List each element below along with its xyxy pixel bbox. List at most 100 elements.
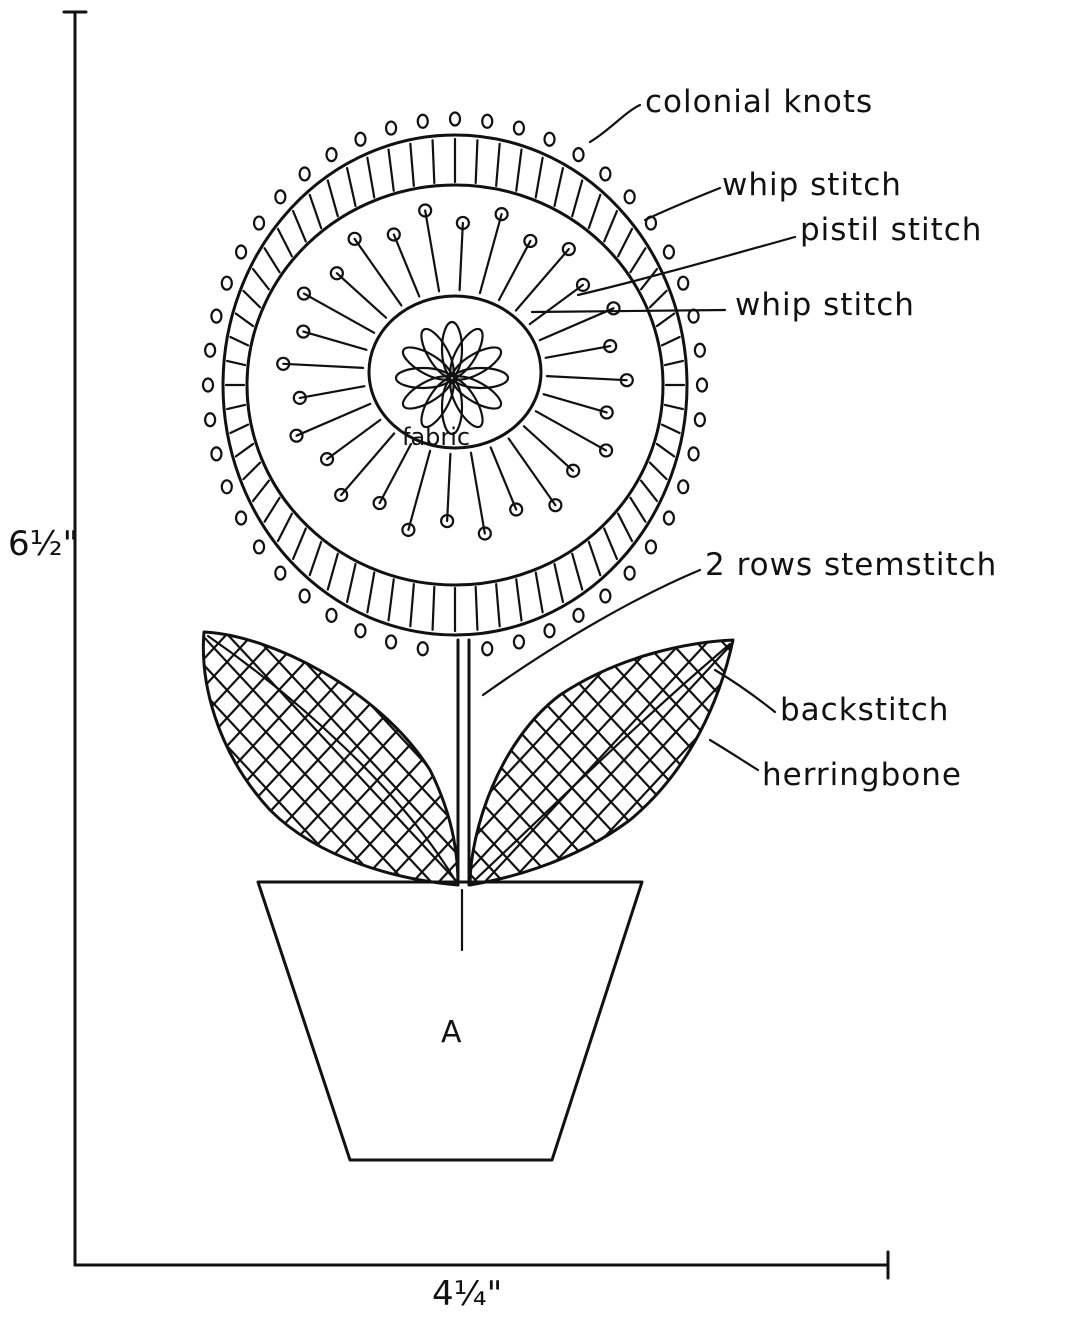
- whip-stitch-tick: [554, 168, 562, 206]
- whip-stitch-tick: [604, 529, 617, 559]
- whip-stitch-tick: [665, 405, 683, 409]
- whip-stitch-tick: [227, 405, 245, 409]
- colonial-knot: [355, 133, 365, 146]
- whip-stitch-tick: [367, 158, 374, 198]
- whip-stitch-tick: [516, 579, 521, 620]
- colonial-knot: [327, 609, 337, 622]
- whip-stitch-tick: [310, 542, 321, 575]
- colonial-knot: [222, 480, 232, 493]
- colonial-knot: [203, 379, 213, 392]
- label-whip-stitch-outer: whip stitch: [722, 167, 902, 203]
- whip-stitch-tick: [554, 564, 562, 602]
- width-dimension-label: 4¼": [432, 1274, 502, 1312]
- colonial-knot: [625, 190, 635, 203]
- colonial-knot: [695, 413, 705, 426]
- whip-stitch-tick: [476, 587, 478, 630]
- whip-stitch-tick: [536, 573, 543, 613]
- whip-stitch-tick: [433, 140, 435, 183]
- whip-stitch-tick: [476, 140, 478, 183]
- pistil-stitch: [460, 223, 463, 290]
- pot-label: A: [441, 1015, 462, 1050]
- whip-stitch-tick: [433, 587, 435, 630]
- colonial-knot: [689, 447, 699, 460]
- whip-stitch-tick: [243, 463, 260, 479]
- whip-stitch-tick: [589, 542, 600, 575]
- herringbone-line-b: [474, 620, 734, 900]
- colonial-knot: [545, 624, 555, 637]
- herringbone-line-b: [0, 620, 136, 900]
- whip-stitch-tick: [650, 291, 667, 307]
- whip-stitch-tick: [641, 481, 657, 501]
- pistil-stitch: [447, 454, 450, 521]
- pistil-stitch: [327, 420, 380, 459]
- herringbone-line-b: [110, 620, 370, 900]
- fabric-petal: [454, 368, 508, 388]
- stem: [458, 640, 469, 885]
- whip-stitch-tick: [496, 584, 500, 626]
- herringbone-line-a: [0, 620, 136, 900]
- pistil-stitch: [394, 234, 419, 296]
- colonial-knot: [625, 567, 635, 580]
- pistil-stitch: [471, 453, 485, 534]
- colonial-knot: [275, 190, 285, 203]
- colonial-knot: [222, 277, 232, 290]
- whip-stitch-tick: [389, 150, 394, 191]
- colonial-knot: [418, 642, 428, 655]
- whip-stitch-tick: [347, 564, 355, 602]
- pistil-stitch: [540, 308, 614, 340]
- herringbone-line-a: [208, 620, 468, 900]
- colonial-knot: [386, 635, 396, 648]
- pistil-stitch: [524, 426, 573, 470]
- whip-stitch-tick: [410, 144, 414, 186]
- colonial-knot: [355, 624, 365, 637]
- pistil-stitch: [491, 448, 516, 510]
- herringbone-line-b: [0, 620, 214, 900]
- whip-stitch-tick: [389, 579, 394, 620]
- herringbone-line-a: [364, 620, 624, 900]
- whip-stitch-tick: [293, 529, 306, 559]
- herringbone-line-a: [234, 620, 494, 900]
- herringbone-line-b: [0, 620, 188, 900]
- flower-pot: A: [258, 882, 642, 1160]
- whip-stitch-tick: [243, 291, 260, 307]
- whip-stitch-tick: [278, 514, 292, 541]
- height-dimension-line: [64, 12, 86, 1265]
- height-dimension-label: 6½": [8, 524, 78, 564]
- colonial-knot: [646, 540, 656, 553]
- whip-stitch-tick: [230, 425, 248, 433]
- herringbone-line-b: [370, 620, 630, 900]
- herringbone-line-a: [0, 620, 162, 900]
- colonial-knot: [205, 344, 215, 357]
- label-colonial-knots: colonial knots: [645, 84, 873, 120]
- whip-stitch-tick: [328, 180, 338, 216]
- pistil-stitch: [480, 214, 502, 293]
- whip-stitch-tick: [665, 361, 683, 365]
- colonial-knot: [418, 115, 428, 128]
- pistil-stitch: [408, 451, 430, 530]
- whip-stitch-tick: [236, 314, 253, 326]
- herringbone-line-b: [364, 620, 624, 900]
- colonial-knot: [211, 447, 221, 460]
- leader-lines: [483, 105, 795, 770]
- whip-stitch-tick: [572, 554, 582, 590]
- whip-stitch-tick: [278, 229, 292, 256]
- fabric-flower-petals: [396, 322, 508, 434]
- colonial-knot: [386, 122, 396, 135]
- left-leaf: [0, 620, 786, 900]
- fabric-label: fabric: [402, 423, 470, 451]
- colonial-knot: [275, 567, 285, 580]
- flower-head: fabric: [203, 113, 707, 656]
- pistil-stitch: [380, 444, 411, 503]
- herringbone-line-b: [0, 620, 110, 900]
- herringbone-line-b: [234, 620, 494, 900]
- colonial-knot: [695, 344, 705, 357]
- herringbone-line-b: [390, 620, 650, 900]
- colonial-knot: [482, 642, 492, 655]
- pistil-stitches: [277, 204, 633, 539]
- colonial-knot: [254, 540, 264, 553]
- herringbone-line-b: [0, 620, 162, 900]
- pistil-stitch: [337, 273, 386, 317]
- whip-stitch-tick: [253, 481, 269, 501]
